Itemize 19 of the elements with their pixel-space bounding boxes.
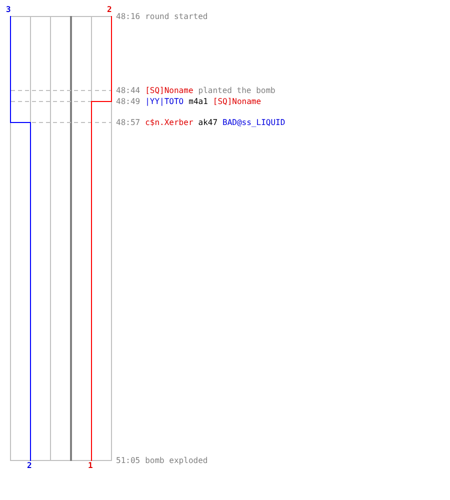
team-count: 2 bbox=[107, 5, 112, 14]
player-name: [SQ]Noname bbox=[212, 97, 262, 106]
event-text: planted the bomb bbox=[198, 86, 276, 95]
weapon-name: m4a1 bbox=[188, 97, 208, 106]
event-time: 48:44 bbox=[116, 86, 140, 95]
event-text: round started bbox=[145, 12, 208, 21]
weapon-name: ak47 bbox=[198, 118, 218, 127]
player-name: [SQ]Noname bbox=[145, 86, 194, 95]
event-time: 48:57 bbox=[116, 118, 140, 127]
team-count: 3 bbox=[6, 5, 11, 14]
player-name: |YY|TOTO bbox=[145, 97, 184, 106]
player-name: BAD@ss_LIQUID bbox=[222, 118, 286, 127]
event-text: bomb exploded bbox=[145, 456, 208, 465]
event-time: 48:16 bbox=[116, 12, 140, 21]
team-count: 1 bbox=[88, 461, 93, 470]
team-count: 2 bbox=[27, 461, 32, 470]
player-name: c$n.Xerber bbox=[145, 118, 194, 127]
event-time: 51:05 bbox=[116, 456, 140, 465]
event-time: 48:49 bbox=[116, 97, 140, 106]
